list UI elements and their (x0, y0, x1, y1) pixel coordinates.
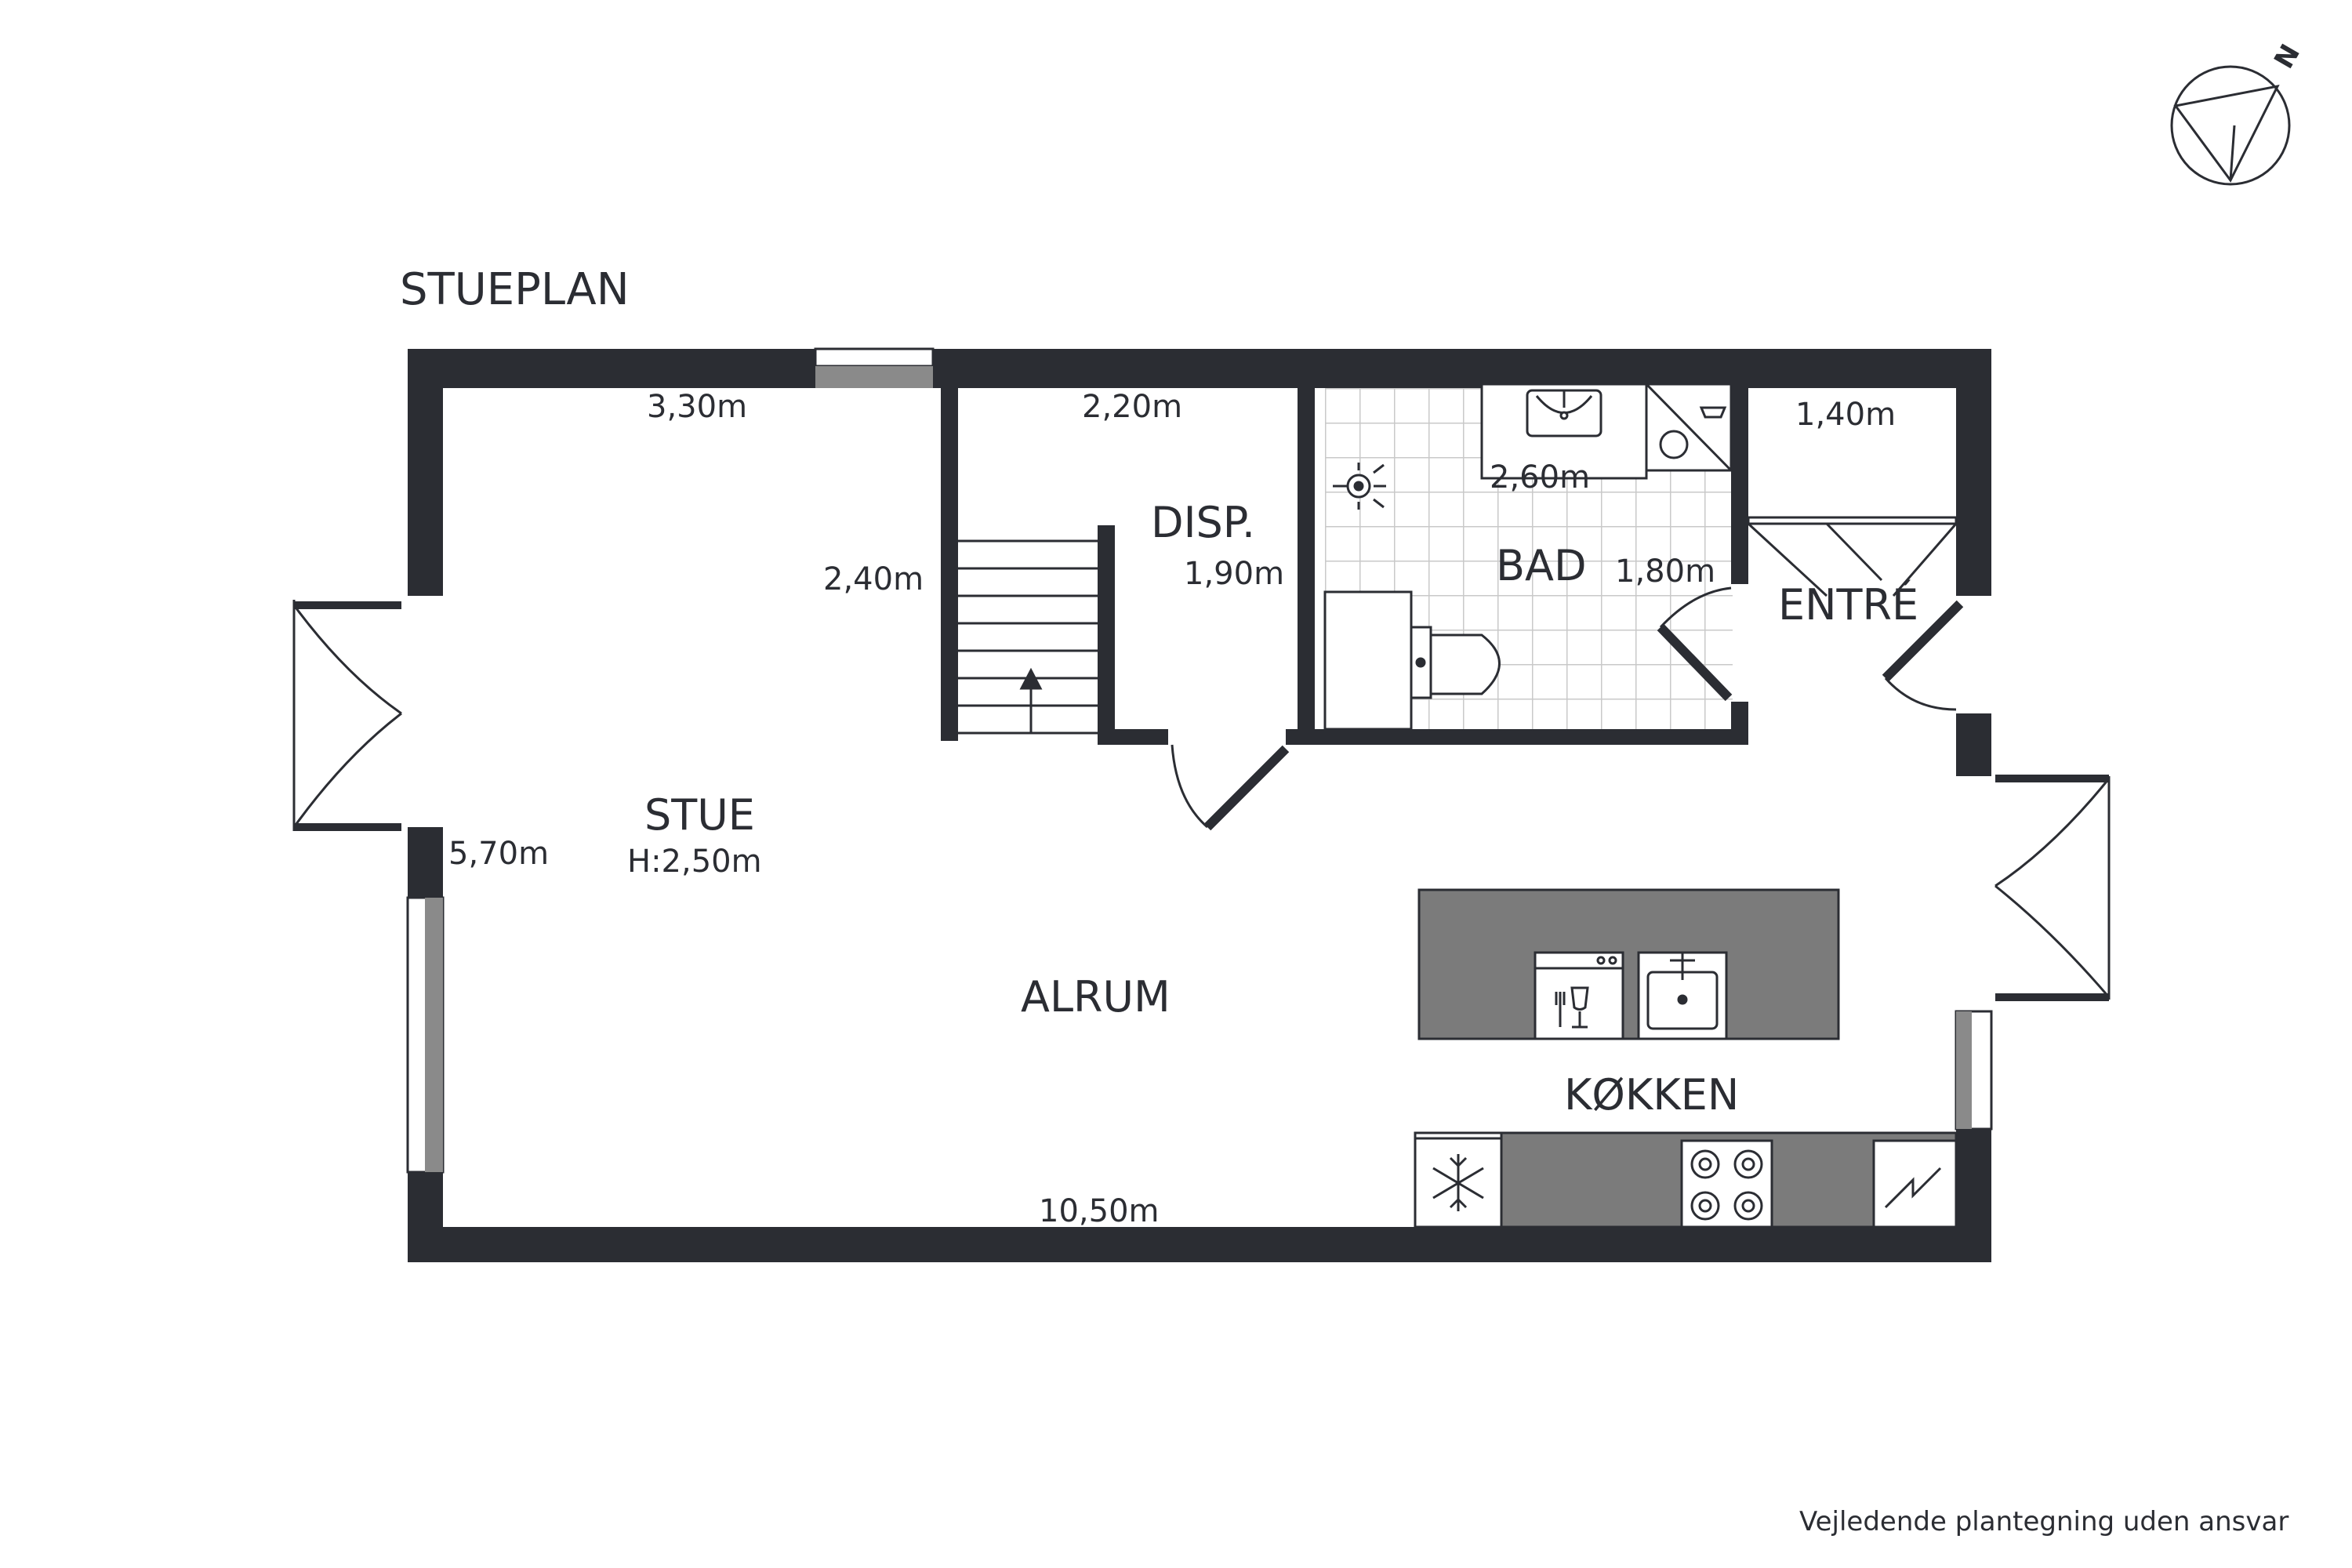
cooktop-icon (1680, 1139, 1773, 1229)
left-window-glass (425, 898, 443, 1172)
entre-width-dimension: 1,40m (1795, 397, 1896, 433)
stue-room-label: STUE (644, 790, 755, 840)
bad-bottom-wall (1286, 729, 1748, 745)
shower-head-icon (1333, 463, 1386, 510)
disp-bad-wall (1298, 372, 1315, 745)
top-window (814, 347, 935, 368)
walls (406, 347, 1993, 1262)
top-wall-right (933, 349, 1991, 388)
koekken-room-label: KØKKEN (1564, 1070, 1739, 1120)
bad-room-label: BAD (1496, 541, 1587, 590)
compass-north-label: N (2268, 39, 2307, 74)
stue-width-dimension: 3,30m (647, 389, 747, 425)
entre-closet (1747, 516, 1958, 597)
dishwasher-icon (1534, 951, 1624, 1040)
doors (292, 586, 2111, 1001)
bad-depth-dimension: 1,80m (1615, 554, 1715, 590)
top-window-glass (815, 366, 933, 388)
disp-width-dimension: 2,20m (1082, 389, 1182, 425)
kitchen-counter (1414, 1131, 1958, 1229)
bathroom-fixtures (1323, 383, 1733, 731)
right-wall-middle (1956, 713, 1991, 776)
disclaimer-text: Vejledende plantegning uden ansvar (1799, 1506, 2288, 1537)
alrum-room-label: ALRUM (1021, 972, 1171, 1022)
bad-entre-wall-upper (1731, 372, 1748, 584)
total-length-dimension: 10,50m (1039, 1193, 1159, 1229)
stair-wall-left (941, 372, 958, 741)
stue-depth-dimension: 5,70m (448, 836, 549, 872)
bad-entre-wall-lower (1731, 702, 1748, 745)
stair-wall-right (1098, 525, 1115, 741)
compass-icon (2170, 65, 2291, 186)
stair-wall-bottom (1098, 729, 1168, 745)
entre-room-label: ENTRÉ (1778, 580, 1918, 630)
freezer-icon (1414, 1131, 1503, 1229)
kitchen-island (1417, 888, 1840, 1040)
bad-width-dimension: 2,60m (1490, 459, 1590, 495)
kitchen-sink-icon (1637, 951, 1728, 1040)
left-wall-upper (408, 349, 443, 596)
right-wall-upper (1956, 349, 1991, 596)
top-wall-left (408, 349, 815, 388)
oven-cabinet-icon (1872, 1139, 1958, 1229)
staircase (958, 539, 1098, 735)
right-window-glass (1956, 1011, 1972, 1129)
stue-height-label: H:2,50m (627, 844, 762, 880)
right-wall-lower (1956, 1129, 1991, 1262)
bottom-wall (408, 1227, 1991, 1262)
disp-room-label: DISP. (1151, 498, 1255, 547)
left-wall-middle (408, 827, 443, 898)
disp-depth-dimension: 1,90m (1184, 556, 1284, 592)
plan-title: STUEPLAN (400, 264, 630, 315)
toilet-icon (1323, 590, 1501, 731)
stair-depth-dimension: 2,40m (823, 561, 924, 597)
